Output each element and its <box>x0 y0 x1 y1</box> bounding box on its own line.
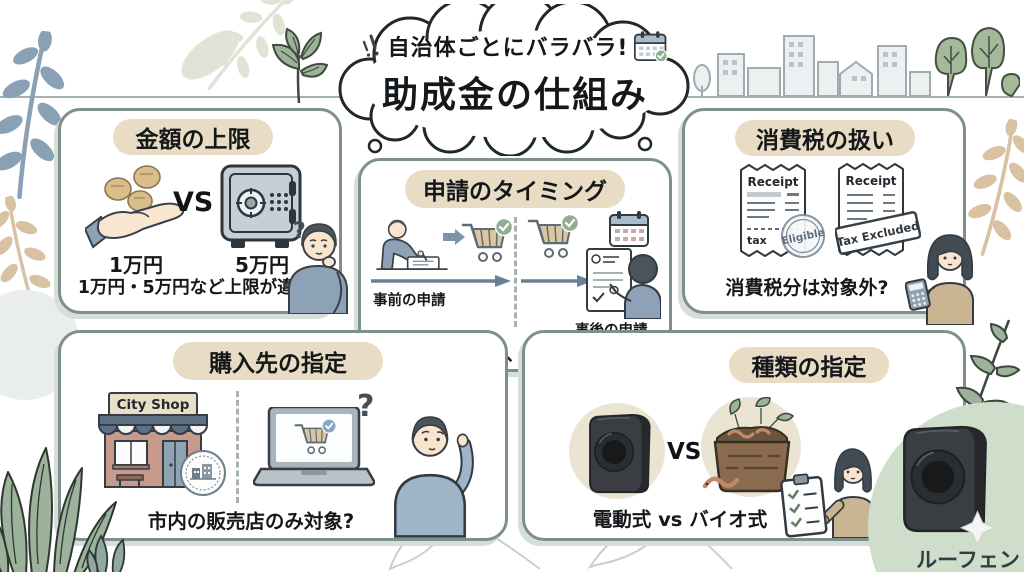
receipt-tax-word: tax <box>747 234 767 247</box>
coins-amount-label: 1万円 <box>109 253 163 277</box>
receipt-excluded-icon: Receipt Tax Excluded <box>835 163 921 256</box>
title-cloud-shape <box>338 4 690 156</box>
woman-clipboard-illustration <box>780 448 876 538</box>
timing-divider <box>514 217 517 327</box>
leaf-olive-big <box>181 30 239 80</box>
person-writing-illustration <box>376 219 448 270</box>
person-document-illustration <box>586 248 661 319</box>
shop-sign-text: City Shop <box>117 397 190 413</box>
calendar-icon <box>609 211 649 247</box>
city-badge-icon <box>180 450 226 496</box>
store-divider <box>236 391 239 503</box>
panel-tax-heading: 消費税の扱い <box>735 120 915 156</box>
panel-amount-heading: 金額の上限 <box>113 119 273 155</box>
cart-check-icon-before <box>461 217 513 262</box>
panel-store-heading: 購入先の指定 <box>173 342 383 380</box>
title-tagline-row: 自治体ごとにバラバラ! <box>330 30 700 62</box>
plant-leaves-decor <box>0 447 126 572</box>
calendar-check-icon <box>634 30 669 62</box>
tax-caption: 消費税分は対象外? <box>725 277 889 299</box>
arrow-right-icon <box>443 229 465 245</box>
panel-store-designation: 購入先の指定 City Shop <box>58 330 508 541</box>
receipt-eligible-icon: Receipt tax Eligible <box>740 164 826 258</box>
laptop-cart-icon <box>253 407 375 487</box>
title-tagline: 自治体ごとにバラバラ! <box>387 36 629 61</box>
store-caption: 市内の販売店のみ対象? <box>147 510 355 533</box>
safe-icon <box>220 164 302 248</box>
store-question-mark: ? <box>357 389 375 424</box>
amount-caption: 1万円・5万円など上限が違う <box>77 278 313 298</box>
type-vs-label: VS <box>667 439 702 465</box>
timeline-arrow-before <box>371 275 511 287</box>
type-caption: 電動式 vs バイオ式 <box>592 508 768 531</box>
brand-name-label: ルーフェン <box>916 548 1020 572</box>
sprout-plant-icon <box>271 27 329 103</box>
thinking-man-illustration <box>288 223 348 314</box>
bio-composter-icon <box>702 397 795 493</box>
warning-icon <box>362 34 379 57</box>
safe-amount-label: 5万円 <box>235 253 289 277</box>
cart-check-icon-after <box>527 213 579 258</box>
hand-coins-icon <box>85 165 185 249</box>
amount-vs-label: VS <box>173 187 214 218</box>
before-application-label: 事前の申請 <box>373 293 446 309</box>
title-block: 自治体ごとにバラバラ! 助成金の仕組み <box>330 30 700 118</box>
loofen-device-icon <box>903 425 996 542</box>
electric-composter-icon <box>589 414 651 494</box>
timeline-arrow-after <box>521 275 593 287</box>
man-scratching-head-illustration <box>394 416 474 538</box>
title-main: 助成金の仕組み <box>381 75 648 116</box>
brand-highlight-circle: ルーフェン <box>868 402 1024 572</box>
panel-consumption-tax: 消費税の扱い Receipt tax Eligible Receipt Tax … <box>682 108 974 325</box>
panel-amount-limit: 金額の上限 VS 1万円 5万円 1万 <box>58 108 348 314</box>
receipt-title-right: Receipt <box>845 174 896 188</box>
woman-calculator-illustration <box>905 234 974 325</box>
receipt-title-left: Receipt <box>747 175 798 189</box>
panel-type-heading: 種類の指定 <box>729 347 889 383</box>
panel-timing-heading: 申請のタイミング <box>405 170 625 208</box>
city-skyline <box>693 26 1020 98</box>
